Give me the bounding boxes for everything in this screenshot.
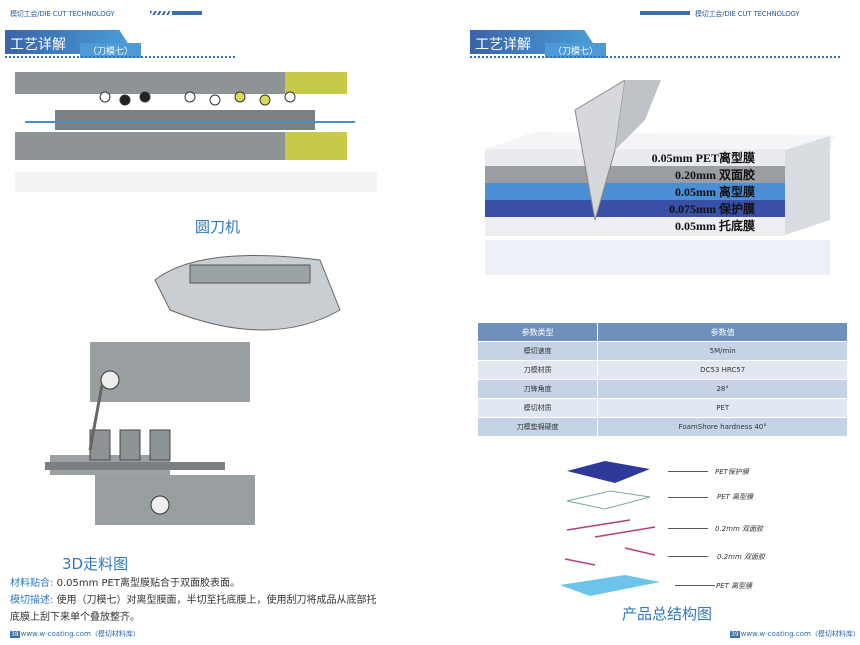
running-header: 模切工会/DIE CUT TECHNOLOGY — [10, 10, 115, 18]
divider — [470, 56, 840, 58]
layer-pet-release: 0.05mm PET离型膜 — [485, 149, 785, 168]
header-stripes — [150, 11, 170, 15]
layer-release: 0.05mm 离型膜 — [485, 183, 785, 202]
caption-3d: 3D走料图 — [62, 555, 129, 573]
divider — [5, 56, 235, 58]
description-block: 材料贴合: 0.05mm PET离型膜贴合于双面胶表面。 模切描述: 使用（刀模… — [10, 575, 430, 626]
header-bar — [640, 11, 690, 15]
structure-label: PET保护膜 — [715, 468, 749, 476]
description-label: 模切描述: — [10, 595, 54, 606]
caption-machine: 圆刀机 — [195, 218, 241, 236]
section-subtitle: （刀模七） — [80, 43, 142, 58]
structure-label: PET 离型膜 — [717, 493, 754, 501]
3d-material-flow-image — [40, 250, 355, 535]
description-text-1: 使用（刀模七）对离型膜面，半切至托底膜上，使用刮刀将成品从底部托 — [56, 595, 377, 606]
header-bar — [172, 11, 202, 15]
layer-stack-diagram: 0.05mm PET离型膜 0.20mm 双面胶 0.05mm 离型膜 0.07… — [485, 80, 835, 280]
footer-url[interactable]: www.w-coating.com（模切材料库） — [20, 630, 140, 638]
layer-double-tape: 0.20mm 双面胶 — [485, 166, 785, 185]
section-title: 工艺详解 — [475, 37, 531, 53]
table-header: 参数类型 — [476, 322, 599, 342]
section-subtitle: （刀模七） — [545, 43, 607, 58]
material-label: 材料贴合: — [10, 578, 54, 589]
section-title: 工艺详解 — [10, 37, 66, 53]
blade-image — [574, 80, 661, 221]
structure-label: 0.2mm 双面胶 — [715, 525, 763, 533]
description-text-2: 底膜上刮下来单个叠放整齐。 — [10, 612, 140, 623]
structure-label: 0.2mm 双面胶 — [717, 553, 765, 561]
running-header: 模切工会/DIE CUT TECHNOLOGY — [695, 10, 800, 18]
page-number: 39 — [730, 631, 740, 638]
material-text: 0.05mm PET离型膜贴合于双面胶表面。 — [56, 578, 240, 589]
table-header: 参数值 — [597, 322, 848, 342]
footer-url[interactable]: www.w-coating.com（模切材料库） — [740, 630, 860, 638]
product-structure-image — [560, 461, 660, 596]
rotary-die-cutter-image — [15, 72, 377, 192]
structure-label: PET 离型膜 — [716, 582, 753, 590]
caption-structure: 产品总结构图 — [622, 605, 713, 623]
layer-protect: 0.075mm 保护膜 — [485, 200, 785, 219]
layer-base: 0.05mm 托底膜 — [485, 217, 785, 236]
page-number: 38 — [10, 631, 20, 638]
